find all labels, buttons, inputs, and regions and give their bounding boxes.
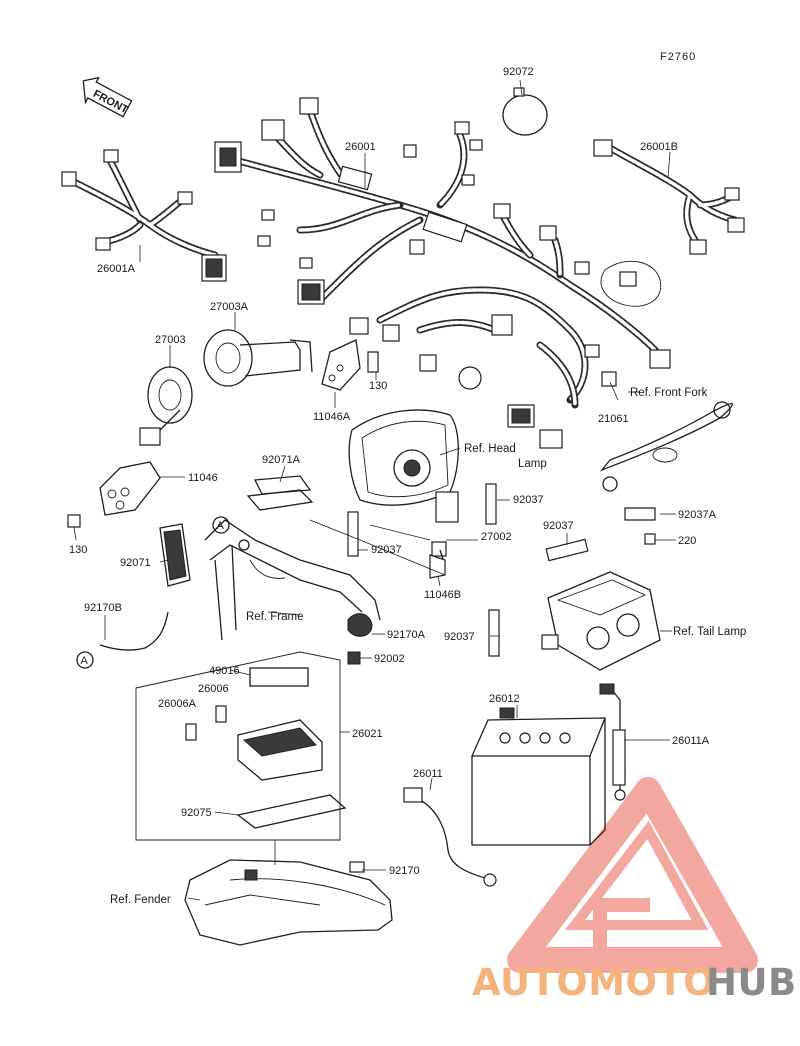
label-26006: 26006 — [198, 683, 229, 695]
label-92037-d: 92037 — [444, 631, 475, 643]
label-92170: 92170 — [389, 865, 420, 877]
label-92037a: 92037A — [678, 509, 717, 521]
ref-fender: Ref. Fender — [110, 894, 171, 906]
label-92037-a: 92037 — [513, 494, 544, 506]
label-92037-c: 92037 — [543, 520, 574, 532]
grommet-92002 — [347, 651, 361, 665]
label-26001a: 26001A — [97, 263, 136, 275]
head-lamp-housing — [348, 409, 459, 576]
horn-27003 — [139, 366, 193, 446]
band-92072 — [502, 87, 548, 136]
label-26021: 26021 — [352, 728, 383, 740]
label-21061: 21061 — [598, 413, 629, 425]
label-92071: 92071 — [120, 557, 151, 569]
plate-92037-a — [485, 483, 497, 525]
label-26011a: 26011A — [672, 735, 710, 747]
label-11046b: 11046B — [424, 589, 461, 601]
watermark-logo — [507, 777, 758, 973]
leader-lines — [73, 79, 676, 901]
tail-lamp — [541, 571, 661, 671]
label-49016: 49016 — [209, 665, 240, 677]
sub-harness-26001a — [61, 149, 227, 282]
cable-26011 — [403, 787, 497, 887]
reference-labels: Ref. Front Fork Ref. Head Lamp Ref. Fram… — [110, 387, 746, 906]
label-26001b: 26001B — [640, 141, 678, 153]
ref-head-lamp-line1: Ref. Head — [464, 443, 516, 455]
label-11046a: 11046A — [313, 411, 351, 423]
front-arrow: FRONT — [82, 76, 133, 118]
label-27003a: 27003A — [210, 301, 249, 313]
front-fork-bracket — [599, 401, 733, 545]
part-number-labels: 26001 26001A 26001B 92072 27003A 27003 1… — [69, 66, 717, 877]
battery — [471, 707, 606, 846]
label-92170b: 92170B — [84, 602, 122, 614]
circle-a-marker-2: A — [212, 516, 230, 534]
circle-a-label-1: A — [81, 655, 89, 667]
horn-27003a — [203, 329, 313, 387]
label-92002: 92002 — [374, 653, 405, 665]
bracket-11046 — [67, 461, 161, 528]
sub-harness-26001b — [593, 139, 745, 255]
label-26001: 26001 — [345, 141, 376, 153]
label-92071a: 92071A — [262, 454, 301, 466]
label-92075: 92075 — [181, 807, 212, 819]
label-130-a: 130 — [369, 380, 387, 392]
label-26006a: 26006A — [158, 698, 197, 710]
watermark-text: AUTOMOTO HUB — [472, 961, 797, 1004]
circle-a-label-2: A — [217, 520, 225, 532]
plate-92037-d — [488, 609, 500, 657]
main-harness — [214, 97, 671, 449]
cable-26011a — [599, 683, 626, 801]
rear-fender — [184, 859, 393, 946]
ref-tail-lamp: Ref. Tail Lamp — [673, 626, 746, 638]
label-130-b: 130 — [69, 544, 87, 556]
holder-92071 — [159, 523, 191, 587]
fuse-box-group — [135, 651, 347, 841]
label-92170a: 92170A — [387, 629, 426, 641]
ref-frame: Ref. Frame — [246, 611, 304, 623]
label-26011: 26011 — [413, 768, 443, 780]
frame — [204, 519, 381, 641]
ref-front-fork: Ref. Front Fork — [630, 387, 708, 399]
label-92072: 92072 — [503, 66, 534, 78]
watermark-part1: AUTOMOTO — [472, 961, 715, 1004]
label-27002: 27002 — [481, 531, 512, 543]
plate-92037-b — [347, 511, 359, 557]
figure-code: F2760 — [660, 51, 696, 63]
ref-head-lamp-line2: Lamp — [518, 458, 547, 470]
label-92037-b: 92037 — [371, 544, 402, 556]
circle-a-marker-1: A — [76, 651, 94, 669]
holder-92071a — [246, 475, 314, 511]
relay-21061 — [601, 371, 617, 387]
strap-92170b — [99, 611, 169, 651]
label-220: 220 — [678, 535, 696, 547]
label-26012: 26012 — [489, 693, 520, 705]
label-27003: 27003 — [155, 334, 186, 346]
clamp-92170a — [347, 613, 373, 637]
label-11046: 11046 — [188, 472, 218, 484]
plate-92037-c — [545, 538, 589, 562]
watermark-part2: HUB — [706, 961, 797, 1004]
bracket-11046a — [321, 339, 379, 391]
